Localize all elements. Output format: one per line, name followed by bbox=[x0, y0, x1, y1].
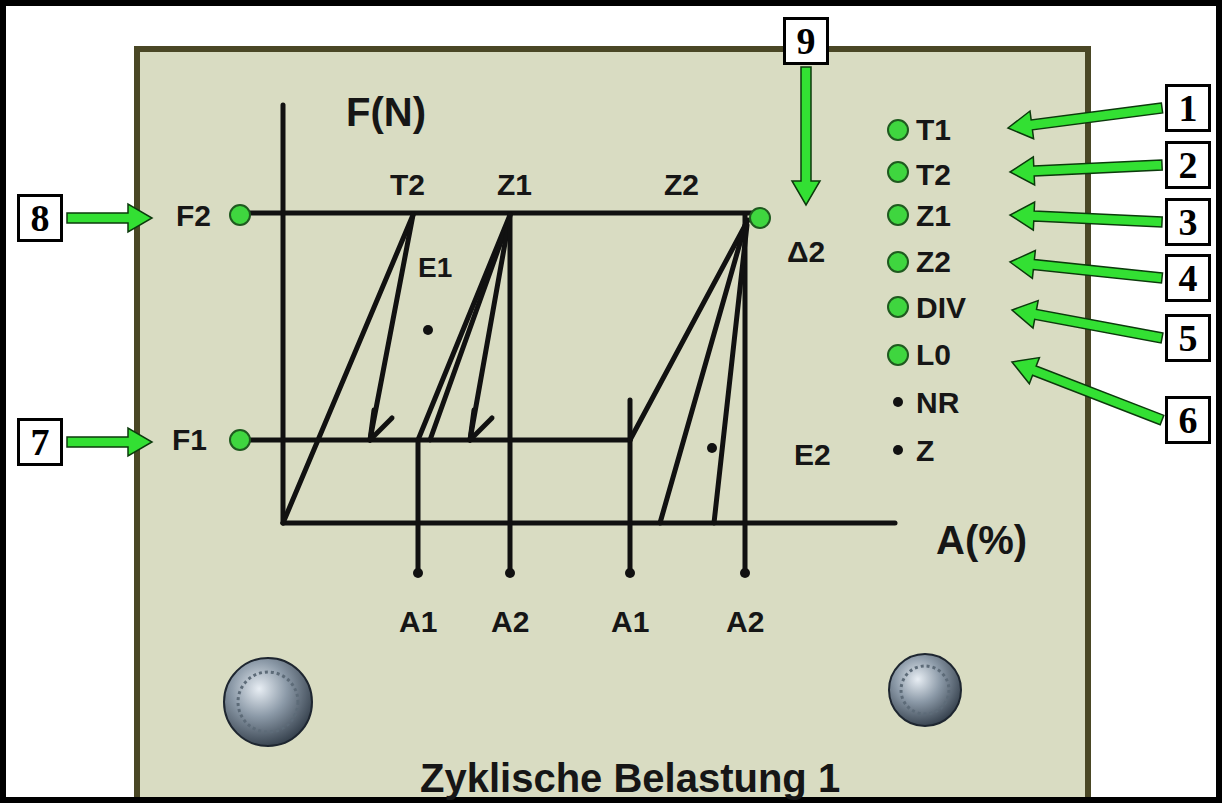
callout-number: 1 bbox=[1179, 87, 1198, 129]
indicator-led bbox=[888, 120, 908, 140]
callout-arrow bbox=[1010, 202, 1162, 230]
panel-label: Z1 bbox=[916, 201, 951, 231]
curve-line bbox=[714, 225, 747, 523]
panel-label: A(%) bbox=[936, 520, 1027, 560]
panel-label: A1 bbox=[611, 607, 649, 637]
knob bbox=[889, 654, 961, 726]
socket-dot bbox=[893, 397, 903, 407]
callout-number: 5 bbox=[1179, 317, 1198, 359]
indicator-led bbox=[888, 297, 908, 317]
curve-line bbox=[508, 215, 513, 570]
panel-title: Zyklische Belastung 1 bbox=[420, 758, 840, 798]
panel-label: DIV bbox=[916, 293, 966, 323]
panel-label: L0 bbox=[916, 340, 951, 370]
curve-line bbox=[245, 211, 752, 216]
callout-arrow bbox=[67, 204, 152, 232]
callout-box: 6 bbox=[1165, 396, 1211, 444]
panel bbox=[137, 49, 1088, 803]
curve-line bbox=[660, 222, 746, 523]
panel-label: F(N) bbox=[346, 92, 426, 132]
callout-number: 2 bbox=[1179, 144, 1198, 186]
knob-ridge bbox=[238, 672, 298, 732]
callout-box: 2 bbox=[1165, 141, 1211, 189]
frame bbox=[3, 3, 1219, 800]
callout-box: 1 bbox=[1165, 84, 1211, 132]
socket-dot bbox=[413, 568, 423, 578]
callout-arrow bbox=[1010, 157, 1162, 185]
panel-label: Z2 bbox=[916, 247, 951, 277]
callout-box: 7 bbox=[17, 418, 63, 466]
callout-number: 9 bbox=[797, 20, 816, 62]
curve-line bbox=[418, 215, 510, 440]
socket-dot bbox=[740, 568, 750, 578]
panel-label: F1 bbox=[172, 425, 207, 455]
curve-line bbox=[281, 105, 286, 523]
panel-label: T2 bbox=[390, 170, 425, 200]
socket-dot bbox=[423, 325, 433, 335]
load-curve bbox=[245, 105, 895, 570]
curve-line bbox=[245, 438, 630, 443]
callout-box: 5 bbox=[1165, 314, 1211, 362]
knob-ridge bbox=[901, 666, 949, 714]
indicator-led bbox=[888, 345, 908, 365]
indicator-led bbox=[230, 205, 250, 225]
panel-label: F2 bbox=[176, 201, 211, 231]
callout-number: 7 bbox=[31, 421, 50, 463]
panel-label: Z2 bbox=[664, 170, 699, 200]
indicator-led bbox=[888, 162, 908, 182]
callout-arrow bbox=[1010, 251, 1163, 283]
panel-label: E1 bbox=[418, 254, 452, 282]
callout-box: 3 bbox=[1165, 198, 1211, 246]
knob bbox=[224, 658, 312, 746]
curve-line bbox=[370, 215, 413, 440]
socket-dot bbox=[505, 568, 515, 578]
curve-line bbox=[370, 418, 392, 440]
panel-label: E2 bbox=[794, 440, 831, 470]
socket-dot bbox=[893, 445, 903, 455]
panel-label: A2 bbox=[726, 607, 764, 637]
indicator-led bbox=[230, 430, 250, 450]
curve-line bbox=[628, 440, 633, 570]
curve-line bbox=[283, 215, 413, 523]
callout-arrow bbox=[1008, 103, 1163, 139]
curve-line bbox=[470, 418, 492, 440]
panel-label: Z1 bbox=[497, 170, 532, 200]
callout-arrow bbox=[67, 428, 152, 456]
curve-line bbox=[416, 440, 421, 570]
callout-box: 8 bbox=[17, 194, 63, 242]
curve-line bbox=[283, 521, 895, 526]
curve-line bbox=[630, 220, 748, 440]
callout-arrows bbox=[67, 67, 1164, 456]
indicator-led bbox=[888, 205, 908, 225]
callout-arrow bbox=[1012, 358, 1164, 425]
panel-label: T2 bbox=[916, 160, 951, 190]
panel-label: Z bbox=[916, 436, 934, 466]
callout-number: 8 bbox=[31, 197, 50, 239]
indicator-led bbox=[750, 208, 770, 228]
indicator-led bbox=[888, 252, 908, 272]
callout-arrow bbox=[1012, 301, 1163, 343]
callout-arrow bbox=[792, 67, 820, 205]
socket-dot bbox=[625, 568, 635, 578]
callout-box: 4 bbox=[1165, 254, 1211, 302]
panel-label: Δ2 bbox=[787, 237, 825, 267]
panel-label: A1 bbox=[399, 607, 437, 637]
callout-number: 4 bbox=[1179, 257, 1198, 299]
socket-dot bbox=[707, 443, 717, 453]
panel-label: A2 bbox=[491, 607, 529, 637]
panel-label: NR bbox=[916, 388, 959, 418]
curve-line bbox=[470, 215, 510, 440]
callout-number: 6 bbox=[1179, 399, 1198, 441]
callout-number: 3 bbox=[1179, 201, 1198, 243]
panel-label: T1 bbox=[916, 115, 951, 145]
callout-box: 9 bbox=[783, 17, 829, 65]
